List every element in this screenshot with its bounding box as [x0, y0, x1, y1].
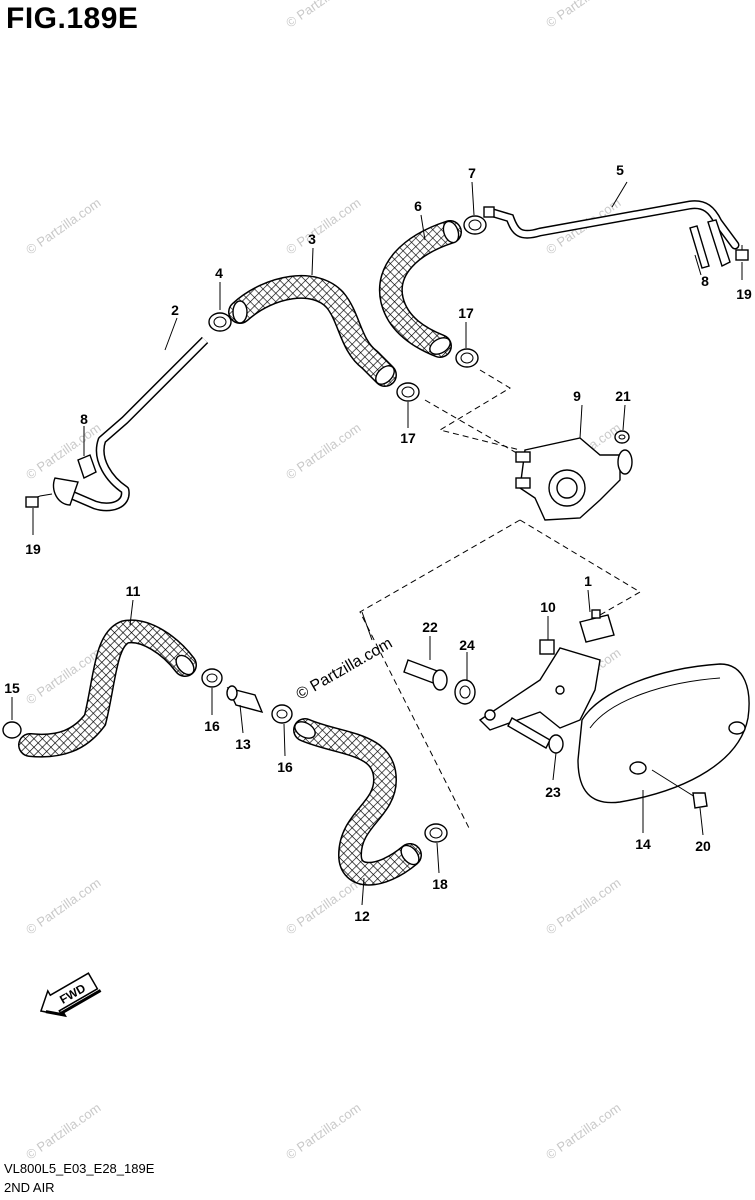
callout-5: 5 — [616, 162, 624, 178]
watermark: © Partzilla.com — [283, 875, 363, 938]
fwd-arrow: FWD — [39, 972, 102, 1018]
watermark: © Partzilla.com — [543, 875, 623, 938]
callout-14: 14 — [635, 836, 651, 852]
leader-lines — [11, 181, 743, 906]
callout-20: 20 — [695, 838, 711, 854]
hose-part-6 — [378, 220, 462, 358]
pipe-part-2 — [52, 336, 209, 512]
callout-10: 10 — [540, 599, 556, 615]
watermark: © Partzilla.com — [543, 1100, 623, 1163]
washer-part-21 — [614, 430, 630, 444]
watermark-layer: © Partzilla.com © Partzilla.com © Partzi… — [23, 0, 623, 1162]
cap-part-15 — [2, 721, 22, 739]
clamp-part-18 — [424, 823, 448, 843]
figure-title: FIG.189E — [6, 2, 139, 35]
watermark: © Partzilla.com — [23, 1100, 103, 1163]
callout-1: 1 — [584, 573, 592, 589]
callout-15: 15 — [4, 680, 20, 696]
hose-part-11 — [18, 619, 197, 758]
callout-18: 18 — [432, 876, 448, 892]
watermark: © Partzilla.com — [283, 195, 363, 258]
callout-22: 22 — [422, 619, 438, 635]
callout-17-lower: 17 — [400, 430, 416, 446]
connector-part-13 — [226, 685, 264, 714]
callout-2: 2 — [171, 302, 179, 318]
valve-part-9 — [515, 437, 633, 521]
cover-part-14 — [577, 663, 750, 804]
clamp-part-17-lower — [396, 382, 420, 402]
callout-12: 12 — [354, 908, 370, 924]
clamp-part-17-upper — [455, 348, 479, 368]
callout-17-upper: 17 — [458, 305, 474, 321]
watermark: © Partzilla.com — [283, 0, 363, 30]
callout-8-left: 8 — [80, 411, 88, 427]
callout-24: 24 — [459, 637, 475, 653]
bolt-part-23 — [507, 717, 564, 754]
callout-23: 23 — [545, 784, 561, 800]
callout-16-right: 16 — [277, 759, 293, 775]
callouts: 5 7 6 3 4 2 8 19 17 17 9 21 8 19 11 1 10… — [4, 162, 752, 924]
callout-8-right: 8 — [701, 273, 709, 289]
callout-9: 9 — [573, 388, 581, 404]
valve-part-1 — [579, 609, 615, 643]
bolt-part-19-left — [25, 493, 53, 508]
watermark: © Partzilla.com — [283, 1100, 363, 1163]
diagram-code: VL800L5_E03_E28_189E — [4, 1161, 155, 1176]
clamp-part-4 — [208, 312, 232, 332]
pipe-part-5 — [483, 200, 740, 269]
callout-16-left: 16 — [204, 718, 220, 734]
callout-11: 11 — [126, 583, 141, 599]
watermark: © Partzilla.com — [23, 875, 103, 938]
watermark-dark: © Partzilla.com — [294, 635, 396, 704]
clamp-part-16-left — [201, 668, 223, 688]
bracket-part-10 — [478, 639, 601, 731]
watermark: © Partzilla.com — [23, 195, 103, 258]
clamp-part-16-right — [271, 704, 293, 724]
callout-3: 3 — [308, 231, 316, 247]
callout-6: 6 — [414, 198, 422, 214]
callout-13: 13 — [235, 736, 251, 752]
hose-part-12 — [293, 718, 422, 886]
clamp-part-7 — [463, 215, 487, 235]
bolt-part-19-right — [735, 245, 749, 261]
diagram-name: 2ND AIR — [4, 1180, 55, 1195]
callout-19-left: 19 — [25, 541, 41, 557]
watermark: © Partzilla.com — [543, 0, 623, 30]
bolt-part-22 — [403, 659, 448, 691]
assembly-lines — [359, 369, 641, 831]
callout-4: 4 — [215, 265, 223, 281]
collar-part-24 — [454, 679, 476, 705]
watermark: © Partzilla.com — [283, 420, 363, 483]
callout-19-right: 19 — [736, 286, 752, 302]
hose-part-3 — [228, 275, 397, 387]
bolt-part-20 — [651, 769, 708, 809]
callout-21: 21 — [615, 388, 631, 404]
callout-7: 7 — [468, 165, 476, 181]
